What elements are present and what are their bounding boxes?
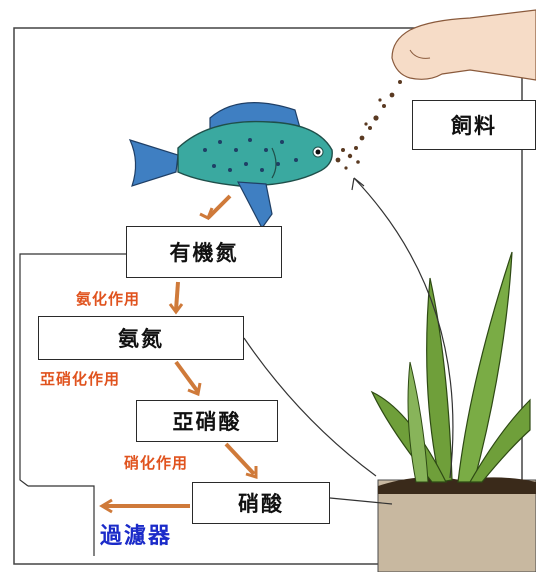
organic-to-ammonia-arrow (174, 281, 180, 311)
ammonia-box: 氨氮 (38, 316, 244, 360)
uptake-curve (353, 177, 454, 479)
fish-illustration (128, 102, 333, 230)
feed-box: 飼料 (412, 100, 536, 150)
process-arrows (99, 194, 258, 514)
ammonia-to-plant-curve (243, 337, 377, 477)
cycle-connectors (19, 177, 454, 556)
nitrite-label: 亞硝酸 (172, 410, 242, 434)
organic-nitrogen-label: 有機氮 (169, 241, 239, 265)
nitrate-box: 硝酸 (192, 482, 330, 524)
nitratation-label: 硝化作用 (124, 454, 189, 472)
nitrite-to-nitrate-arrow (224, 442, 256, 476)
ammonia-to-nitrite-arrow (174, 360, 200, 394)
filter-tank-outline (28, 485, 95, 556)
outer-frame (13, 27, 523, 565)
feed-label: 飼料 (451, 114, 497, 138)
nitrate-to-plant-line (329, 497, 393, 505)
nitrite-box: 亞硝酸 (136, 400, 278, 442)
nitritation-label: 亞硝化作用 (40, 370, 121, 388)
organic-nitrogen-box: 有機氮 (126, 226, 282, 278)
filter-label: 過濾器 (100, 524, 173, 549)
hand-illustration (391, 9, 536, 81)
plant-illustration (370, 251, 536, 572)
ammonia-label: 氨氮 (118, 327, 164, 351)
ammonification-label: 氨化作用 (76, 290, 141, 308)
loop-left-line (19, 253, 126, 487)
uptake-arrowhead (351, 177, 365, 191)
nitrate-label: 硝酸 (238, 492, 284, 516)
feed-particles (335, 80, 402, 170)
fish-to-organic-arrow (206, 194, 232, 220)
